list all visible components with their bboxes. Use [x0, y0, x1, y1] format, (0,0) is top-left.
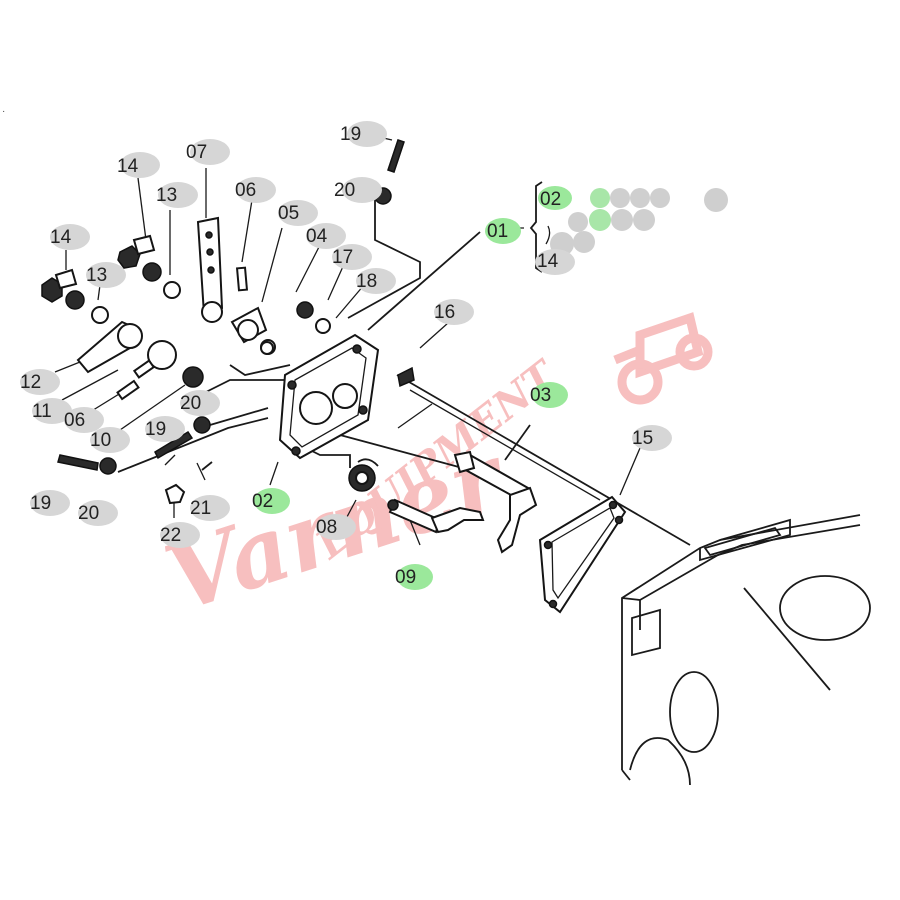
part-label-12: 12: [20, 372, 41, 393]
part-label-20: 20: [334, 180, 355, 201]
part-label-07: 07: [186, 142, 207, 163]
part-label-17: 17: [332, 247, 353, 268]
corner-mark: ·: [2, 106, 5, 117]
part-label-10: 10: [90, 430, 111, 451]
part-label-13: 13: [156, 185, 177, 206]
legend-bracket: [529, 181, 551, 273]
nuts-and-washers: [41, 187, 392, 505]
part-labels: 19 20 01 02 14 07 14 13 06 05 04 17 18 1…: [20, 124, 653, 588]
part-label-02-legend: 02: [540, 189, 561, 210]
part-label-06-left: 06: [64, 410, 85, 431]
part-label-14-legend: 14: [537, 251, 559, 272]
lever-linkage: [196, 216, 276, 355]
governor-cover-plate: [278, 333, 380, 460]
part-label-21: 21: [190, 498, 211, 519]
tractor-icon: [613, 312, 713, 405]
part-label-02: 02: [252, 491, 273, 512]
part-label-13-left: 13: [86, 265, 107, 286]
part-label-01: 01: [487, 221, 508, 242]
part-label-18: 18: [356, 271, 377, 292]
part-label-09: 09: [395, 567, 416, 588]
part-label-06: 06: [235, 180, 256, 201]
governor-shaft: [453, 450, 538, 554]
gasket: [538, 495, 627, 614]
part-label-14-left: 14: [50, 227, 72, 248]
bell-crank: [76, 320, 204, 401]
part-label-15: 15: [632, 428, 653, 449]
part-label-20-left: 20: [78, 503, 99, 524]
part-label-03: 03: [530, 385, 551, 406]
part-label-11: 11: [32, 401, 52, 422]
legend-redacted-text: [550, 188, 728, 256]
part-label-16: 16: [434, 302, 455, 323]
part-label-19-mid: 19: [145, 419, 166, 440]
label-shadows: [20, 121, 672, 548]
part-label-22: 22: [160, 525, 181, 546]
part-label-19: 19: [340, 124, 361, 145]
watermark: Varner EQUIPMENT: [153, 312, 713, 633]
part-label-04: 04: [306, 226, 328, 247]
part-label-14: 14: [117, 156, 139, 177]
spring-gear: [348, 458, 379, 492]
part-label-19-left: 19: [30, 493, 51, 514]
label-highlights: [254, 186, 572, 590]
part-label-08: 08: [316, 517, 337, 538]
part-label-20-mid: 20: [180, 393, 201, 414]
part-label-05: 05: [278, 203, 299, 224]
engine-block: [621, 514, 871, 786]
throttle-shaft: [387, 498, 485, 534]
